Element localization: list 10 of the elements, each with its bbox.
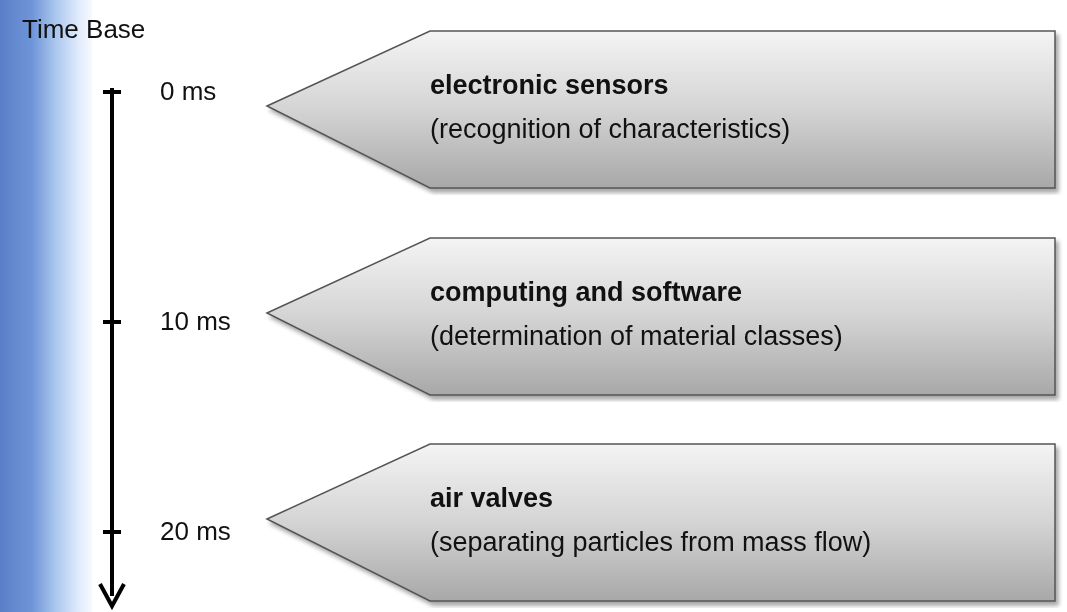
stage-heading: electronic sensors <box>430 70 669 101</box>
stage-description: (separating particles from mass flow) <box>430 527 872 558</box>
stage-description: (recognition of characteristics) <box>430 114 791 145</box>
stage-heading: computing and software <box>430 277 743 308</box>
axis-title: Time Base <box>22 14 146 45</box>
tick-label: 0 ms <box>160 76 217 107</box>
stage-description: (determination of material classes) <box>430 321 843 352</box>
stage-heading: air valves <box>430 483 554 514</box>
tick-label: 20 ms <box>160 516 231 547</box>
tick-label: 10 ms <box>160 306 231 337</box>
